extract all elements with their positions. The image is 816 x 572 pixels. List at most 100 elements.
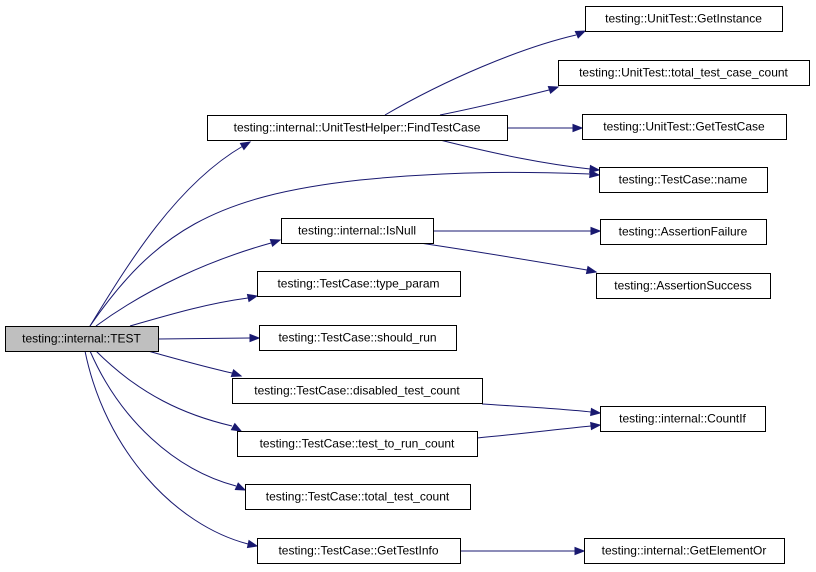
node-box[interactable] (596, 273, 771, 299)
arrowhead-icon (269, 238, 282, 248)
node-label: testing::UnitTest::GetTestCase (603, 120, 765, 134)
node-asucc[interactable]: testing::AssertionSuccess (596, 273, 771, 299)
node-label: testing::internal::UnitTestHelper::FindT… (234, 121, 481, 135)
node-test[interactable]: testing::internal::TEST (5, 326, 159, 352)
call-edge-test-to-isnull (95, 238, 282, 327)
call-edge-test-to-gettestinfo (84, 350, 259, 549)
edge-line (84, 350, 249, 545)
edge-line (476, 425, 592, 439)
node-label: testing::internal::CountIf (619, 412, 746, 426)
node-disabled[interactable]: testing::TestCase::disabled_test_count (232, 378, 483, 404)
arrowhead-icon (589, 164, 601, 174)
call-edge-test-to-disabled (147, 350, 243, 378)
node-box[interactable] (600, 219, 767, 245)
node-total[interactable]: testing::TestCase::total_test_count (245, 484, 471, 510)
call-edge-test-to-shouldrun (157, 333, 261, 343)
edge-line (95, 350, 233, 427)
node-countif[interactable]: testing::internal::CountIf (600, 406, 766, 432)
node-label: testing::UnitTest::GetInstance (605, 12, 762, 26)
edge-line (89, 145, 244, 327)
arrowhead-icon (572, 123, 584, 133)
node-label: testing::TestCase::name (619, 173, 748, 187)
arrowhead-icon (585, 265, 598, 275)
node-label: testing::TestCase::GetTestInfo (278, 544, 438, 558)
edge-line (95, 242, 272, 327)
node-box[interactable] (232, 378, 483, 404)
node-findtc[interactable]: testing::internal::UnitTestHelper::FindT… (207, 115, 508, 141)
node-box[interactable] (257, 271, 461, 297)
edge-line (129, 297, 249, 327)
node-box[interactable] (237, 431, 478, 457)
node-box[interactable] (259, 325, 457, 351)
arrowhead-icon (590, 226, 602, 236)
call-edge-disabled-to-countif (481, 403, 602, 417)
node-label: testing::TestCase::should_run (278, 331, 436, 345)
arrowhead-icon (230, 368, 243, 378)
call-edge-test-to-total (89, 350, 247, 491)
arrowhead-icon (249, 333, 261, 343)
call-edge-findtc-to-totaltcc (439, 85, 560, 116)
node-gettestcase[interactable]: testing::UnitTest::GetTestCase (582, 114, 787, 140)
call-edge-gettestinfo-to-getelemor (460, 546, 586, 556)
node-box[interactable] (207, 115, 508, 141)
node-box[interactable] (257, 538, 461, 564)
node-label: testing::UnitTest::total_test_case_count (579, 66, 788, 80)
node-box[interactable] (5, 326, 159, 352)
call-edge-torun-to-countif (476, 421, 602, 439)
call-edge-findtc-to-name (439, 139, 601, 174)
node-gettestinfo[interactable]: testing::TestCase::GetTestInfo (257, 538, 461, 564)
arrowhead-icon (574, 30, 587, 39)
node-box[interactable] (281, 218, 434, 244)
node-box[interactable] (584, 538, 785, 564)
node-box[interactable] (558, 60, 810, 86)
node-box[interactable] (599, 167, 768, 193)
edge-line (147, 350, 233, 374)
call-edge-findtc-to-getinstance (384, 30, 587, 116)
node-label: testing::TestCase::disabled_test_count (254, 384, 460, 398)
node-label: testing::AssertionFailure (619, 225, 748, 239)
edge-line (439, 139, 591, 170)
node-label: testing::internal::IsNull (298, 224, 416, 238)
node-box[interactable] (582, 114, 787, 140)
edge-line (419, 242, 588, 271)
edge-layer (84, 30, 602, 556)
edge-line (157, 337, 251, 340)
edge-line (89, 171, 591, 327)
node-box[interactable] (585, 6, 783, 32)
edge-line (439, 89, 550, 116)
node-totaltcc[interactable]: testing::UnitTest::total_test_case_count (558, 60, 810, 86)
node-layer: testing::internal::TESTtesting::internal… (5, 6, 810, 564)
node-afail[interactable]: testing::AssertionFailure (600, 219, 767, 245)
node-getelemor[interactable]: testing::internal::GetElementOr (584, 538, 785, 564)
arrowhead-icon (590, 421, 602, 431)
call-edge-test-to-typeparam (129, 293, 259, 327)
node-label: testing::AssertionSuccess (614, 279, 751, 293)
node-label: testing::TestCase::type_param (277, 277, 439, 291)
node-box[interactable] (600, 406, 766, 432)
node-isnull[interactable]: testing::internal::IsNull (281, 218, 434, 244)
node-label: testing::TestCase::total_test_count (266, 490, 450, 504)
call-edge-test-to-torun (95, 350, 243, 432)
node-name[interactable]: testing::TestCase::name (599, 167, 768, 193)
edge-line (89, 350, 237, 487)
arrowhead-icon (246, 539, 259, 549)
node-typeparam[interactable]: testing::TestCase::type_param (257, 271, 461, 297)
edge-line (384, 34, 577, 116)
arrowhead-icon (547, 85, 560, 95)
call-edge-findtc-to-gettestcase (507, 123, 584, 133)
node-getinstance[interactable]: testing::UnitTest::GetInstance (585, 6, 783, 32)
arrowhead-icon (590, 407, 602, 417)
call-edge-isnull-to-asucc (419, 242, 598, 275)
arrowhead-icon (574, 546, 586, 556)
node-label: testing::TestCase::test_to_run_count (260, 437, 455, 451)
node-box[interactable] (245, 484, 471, 510)
call-edge-isnull-to-afail (433, 226, 602, 236)
arrowhead-icon (246, 293, 259, 303)
node-shouldrun[interactable]: testing::TestCase::should_run (259, 325, 457, 351)
arrowhead-icon (234, 482, 247, 491)
node-torun[interactable]: testing::TestCase::test_to_run_count (237, 431, 478, 457)
call-edge-test-to-name (89, 169, 601, 327)
node-label: testing::internal::GetElementOr (602, 544, 767, 558)
edge-line (481, 403, 592, 413)
